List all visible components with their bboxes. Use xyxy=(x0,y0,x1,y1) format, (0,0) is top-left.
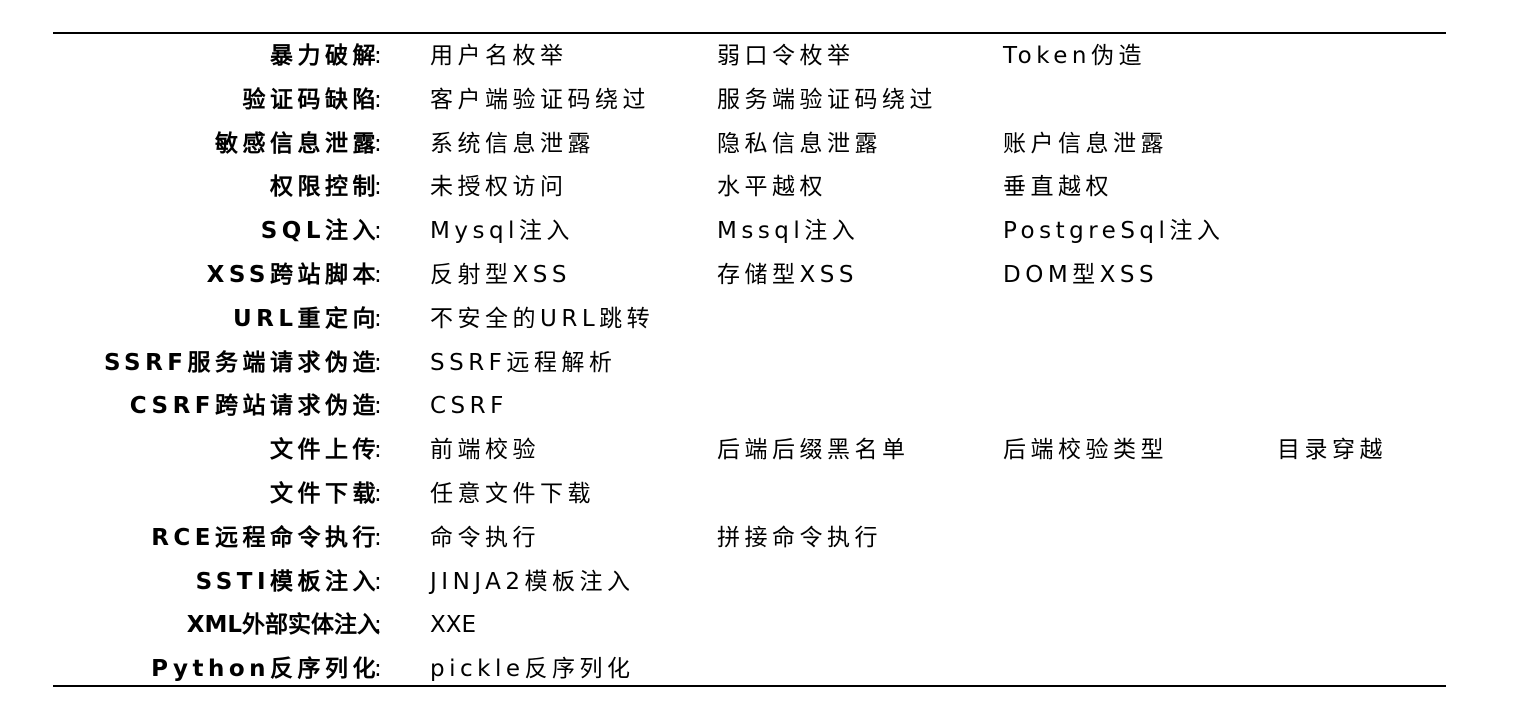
table-cell: JINJA2模板注入 xyxy=(430,568,635,595)
table-bottom-rule xyxy=(53,685,1446,687)
row-colon: : xyxy=(374,305,382,332)
table-cell: 任意文件下载 xyxy=(430,480,595,507)
table-row: 权限控制 : 未授权访问 水平越权 垂直越权 xyxy=(0,165,1528,209)
row-label: SQL注入 xyxy=(260,218,380,245)
table-cell: XXE xyxy=(430,612,477,639)
row-label: SSRF服务端请求伪造 xyxy=(103,349,380,376)
table-row: SSTI模板注入 : JINJA2模板注入 xyxy=(0,560,1528,604)
table-cell: 隐私信息泄露 xyxy=(717,130,882,157)
table-cell: 用户名枚举 xyxy=(430,43,568,69)
row-colon: : xyxy=(374,261,382,288)
table-cell: 水平越权 xyxy=(717,174,827,201)
row-label: 权限控制 xyxy=(270,174,380,201)
row-colon: : xyxy=(374,218,382,245)
row-colon: : xyxy=(374,86,382,113)
table-cell: 弱口令枚举 xyxy=(717,43,855,69)
table-top-rule xyxy=(53,32,1446,34)
table-cell: pickle反序列化 xyxy=(430,656,635,683)
row-colon: : xyxy=(374,437,382,464)
table-cell: 前端校验 xyxy=(430,437,540,464)
row-label: 敏感信息泄露 xyxy=(215,130,380,157)
table-cell: SSRF远程解析 xyxy=(430,349,617,376)
row-colon: : xyxy=(374,393,382,420)
table-row: URL重定向 : 不安全的URL跳转 xyxy=(0,297,1528,341)
table-cell: 后端后缀黑名单 xyxy=(717,437,910,464)
table-cell: 客户端验证码绕过 xyxy=(430,86,650,113)
row-colon: : xyxy=(374,524,382,551)
row-colon: : xyxy=(374,130,382,157)
table-row: 暴力破解 : 用户名枚举 弱口令枚举 Token伪造 xyxy=(0,34,1528,78)
row-colon: : xyxy=(374,349,382,376)
table-row: 文件上传 : 前端校验 后端后缀黑名单 后端校验类型 目录穿越 xyxy=(0,428,1528,472)
table-cell: 存储型XSS xyxy=(717,261,858,288)
table-row: XML外部实体注入 : XXE xyxy=(0,603,1528,647)
row-colon: : xyxy=(374,174,382,201)
table-row: SSRF服务端请求伪造 : SSRF远程解析 xyxy=(0,341,1528,385)
table-cell: Mssql注入 xyxy=(717,218,860,245)
row-label: URL重定向 xyxy=(232,305,380,332)
row-colon: : xyxy=(374,612,382,639)
row-label: XML外部实体注入 xyxy=(186,612,380,639)
table-cell: 不安全的URL跳转 xyxy=(430,305,655,332)
table-row: 文件下载 : 任意文件下载 xyxy=(0,472,1528,516)
vulnerability-table: 暴力破解 : 用户名枚举 弱口令枚举 Token伪造 验证码缺陷 : 客户端验证… xyxy=(0,34,1528,691)
table-cell: PostgreSql注入 xyxy=(1003,218,1225,245)
row-label: 文件下载 xyxy=(270,480,380,507)
table-row: 敏感信息泄露 : 系统信息泄露 隐私信息泄露 账户信息泄露 xyxy=(0,122,1528,166)
table-cell: 命令执行 xyxy=(430,524,540,551)
row-label: 文件上传 xyxy=(270,437,380,464)
table-row: XSS跨站脚本 : 反射型XSS 存储型XSS DOM型XSS xyxy=(0,253,1528,297)
table-cell: 目录穿越 xyxy=(1277,437,1387,464)
table-cell: 拼接命令执行 xyxy=(717,524,882,551)
table-cell: DOM型XSS xyxy=(1003,261,1159,288)
table-row: CSRF跨站请求伪造 : CSRF xyxy=(0,384,1528,428)
row-colon: : xyxy=(374,656,382,683)
table-cell: Token伪造 xyxy=(1003,43,1146,69)
row-label: Python反序列化 xyxy=(151,656,380,683)
table-cell: CSRF xyxy=(430,393,508,420)
row-colon: : xyxy=(374,480,382,507)
row-label: SSTI模板注入 xyxy=(195,568,380,595)
row-label: 验证码缺陷 xyxy=(242,86,380,113)
table-cell: 反射型XSS xyxy=(430,261,571,288)
table-cell: 账户信息泄露 xyxy=(1003,130,1168,157)
table-cell: 后端校验类型 xyxy=(1003,437,1168,464)
row-label: 暴力破解 xyxy=(270,43,380,69)
row-colon: : xyxy=(374,568,382,595)
table-row: RCE远程命令执行 : 命令执行 拼接命令执行 xyxy=(0,516,1528,560)
row-label: XSS跨站脚本 xyxy=(206,261,380,288)
table-cell: 垂直越权 xyxy=(1003,174,1113,201)
table-row: Python反序列化 : pickle反序列化 xyxy=(0,647,1528,691)
table-cell: 系统信息泄露 xyxy=(430,130,595,157)
row-label: RCE远程命令执行 xyxy=(151,524,380,551)
table-cell: 服务端验证码绕过 xyxy=(717,86,937,113)
table-row: 验证码缺陷 : 客户端验证码绕过 服务端验证码绕过 xyxy=(0,78,1528,122)
row-label: CSRF跨站请求伪造 xyxy=(129,393,380,420)
table-cell: Mysql注入 xyxy=(430,218,574,245)
row-colon: : xyxy=(374,43,382,69)
table-cell: 未授权访问 xyxy=(430,174,568,201)
table-row: SQL注入 : Mysql注入 Mssql注入 PostgreSql注入 xyxy=(0,209,1528,253)
